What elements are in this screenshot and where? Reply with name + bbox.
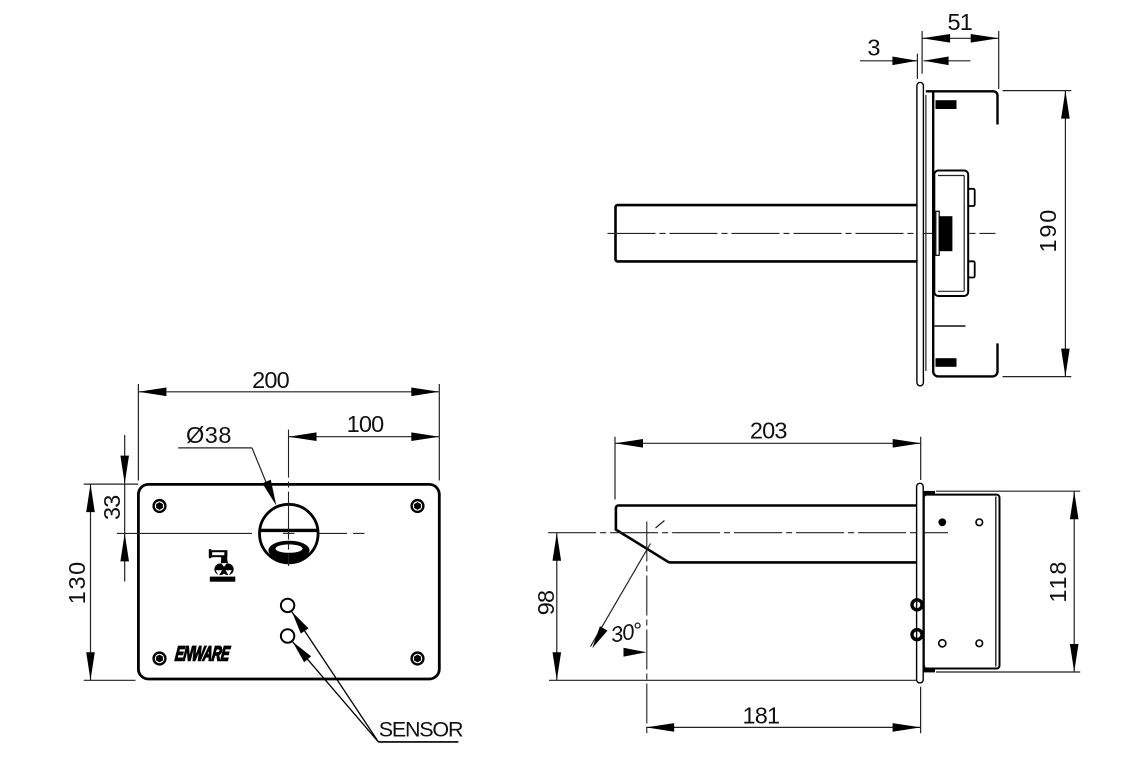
svg-text:118: 118 — [1045, 560, 1071, 603]
svg-text:100: 100 — [347, 411, 385, 437]
svg-text:200: 200 — [252, 367, 290, 393]
svg-text:203: 203 — [750, 418, 788, 444]
svg-text:SENSOR: SENSOR — [379, 717, 463, 741]
svg-text:3: 3 — [867, 35, 880, 61]
svg-text:130: 130 — [64, 560, 90, 604]
svg-text:51: 51 — [948, 9, 973, 35]
svg-text:181: 181 — [742, 703, 779, 729]
svg-text:33: 33 — [99, 495, 125, 520]
svg-text:Ø38: Ø38 — [186, 422, 232, 448]
svg-text:190: 190 — [1035, 208, 1061, 253]
svg-text:30°: 30° — [609, 617, 645, 647]
svg-text:ENWARE: ENWARE — [174, 641, 232, 665]
svg-text:98: 98 — [533, 590, 559, 615]
